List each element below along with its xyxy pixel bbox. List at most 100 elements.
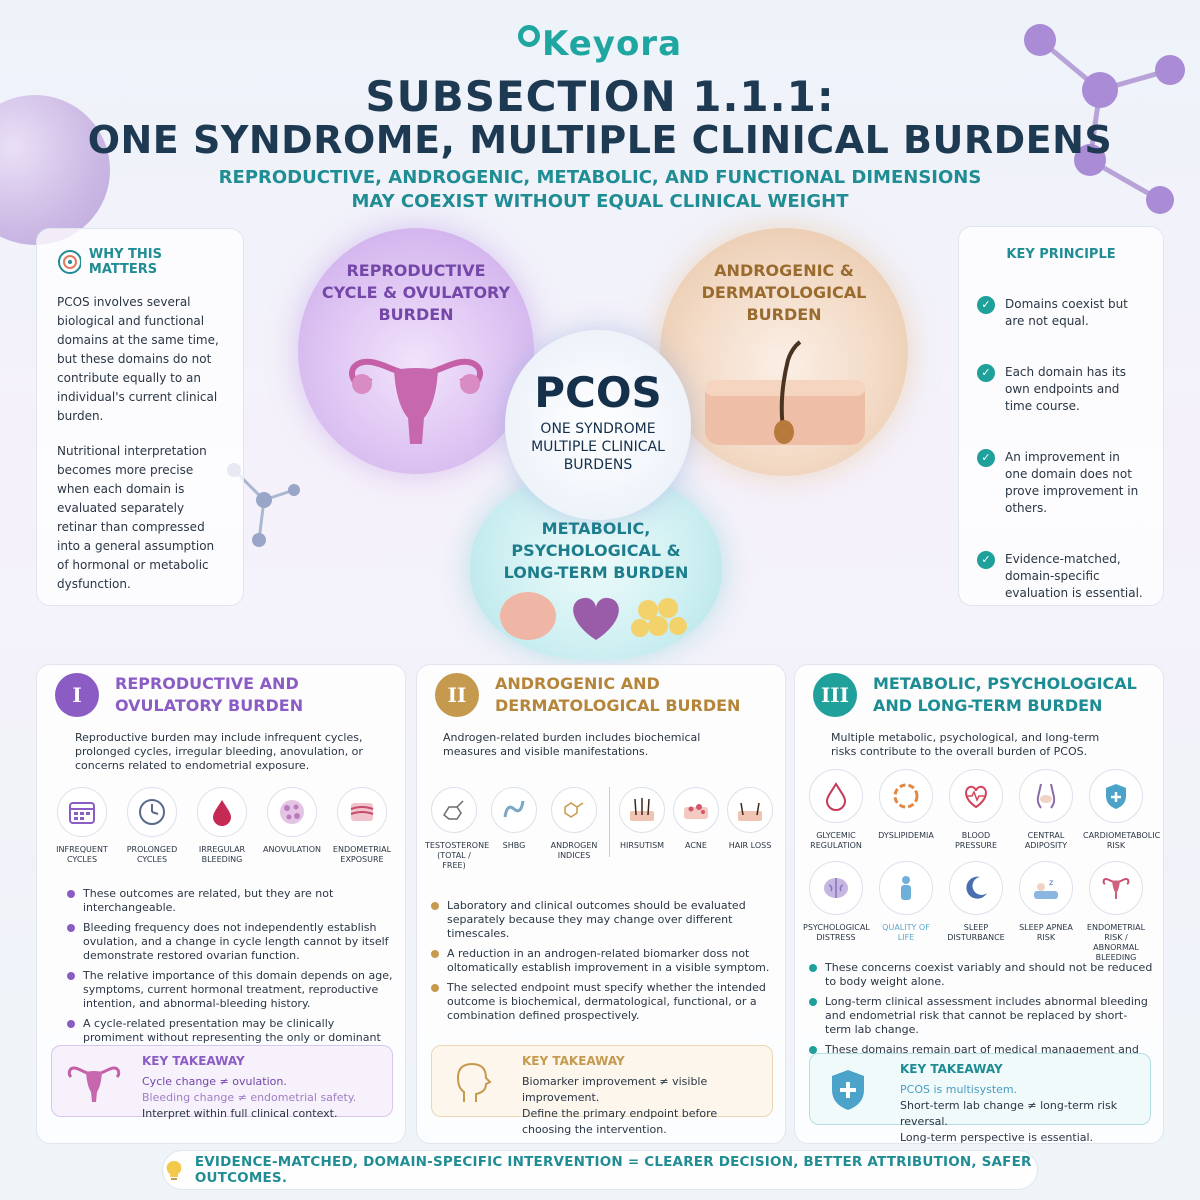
pcos-center-bubble <box>505 330 691 520</box>
bullet-item: The relative importance of this domain d… <box>67 969 397 1011</box>
lightbulb-icon <box>166 1160 182 1180</box>
principle-heading: KEY PRINCIPLE <box>1006 247 1116 262</box>
sleeping-person-icon: z <box>1034 878 1058 899</box>
bullet-item: The selected endpoint must specify wheth… <box>431 981 771 1023</box>
uterus-icon <box>67 1066 121 1102</box>
metabolic-bubble-label: METABOLIC,PSYCHOLOGICAL &LONG-TERM BURDE… <box>503 519 689 582</box>
icon-item: SLEEP DISTURBANCE <box>943 861 1009 963</box>
blood-drop-icon <box>213 800 231 826</box>
bullet-item: Laboratory and clinical outcomes should … <box>431 899 771 941</box>
uterus-icon <box>349 358 483 444</box>
icon-item: CARDIOMETABOLIC RISK <box>1083 769 1160 851</box>
icon-item: SHBG <box>485 787 543 871</box>
lipid-icon <box>893 783 919 809</box>
person-icon <box>901 876 911 900</box>
takeaway-heading: KEY TAKEAWAY <box>522 1054 625 1068</box>
principle-item: ✓Evidence-matched, domain-specific evalu… <box>977 551 1145 602</box>
why-heading: WHY THIS MATTERS <box>57 247 223 277</box>
takeaway-line: Biomarker improvement ≠ visible improvem… <box>522 1075 708 1104</box>
icon-item: CENTRAL ADIPOSITY <box>1013 769 1079 851</box>
moon-icon <box>966 876 987 899</box>
icon-item: ENDOMETRIAL RISK / ABNORMAL BLEEDING <box>1083 861 1149 963</box>
why-paragraph-1: PCOS involves several biological and fun… <box>57 295 219 423</box>
icon-item: GLYCEMIC REGULATION <box>803 769 869 851</box>
card-intro: Multiple metabolic, psychological, and l… <box>831 731 1100 758</box>
bullet-item: Bleeding frequency does not independentl… <box>67 921 397 963</box>
pcos-title: PCOS <box>534 368 662 417</box>
takeaway-line: Bleeding change ≠ endometrial safety. <box>142 1091 357 1104</box>
why-this-matters-panel: WHY THIS MATTERS PCOS involves several b… <box>36 228 244 606</box>
principle-item: ✓Domains coexist but are not equal. <box>977 296 1145 330</box>
icon-item: TESTOSTERONE (TOTAL / FREE) <box>425 787 489 871</box>
key-principle-panel: KEY PRINCIPLE ✓Domains coexist but are n… <box>958 226 1164 606</box>
molecule-decoration-left <box>227 463 300 547</box>
brain-icon <box>824 878 848 898</box>
molecule-decoration <box>1024 24 1185 214</box>
ovary-icon <box>280 800 304 824</box>
key-takeaway-box: KEY TAKEAWAY PCOS is multisystem. Short-… <box>809 1053 1151 1144</box>
calendar-icon <box>69 802 95 824</box>
svg-text:z: z <box>1049 878 1053 887</box>
uterus-icon <box>1102 877 1130 899</box>
takeaway-heading: KEY TAKEAWAY <box>142 1054 245 1068</box>
page-subtitle: REPRODUCTIVE, ANDROGENIC, METABOLIC, AND… <box>0 166 1200 214</box>
icon-item: PROLONGED CYCLES <box>119 787 185 865</box>
protein-icon <box>503 800 525 818</box>
icon-item: QUALITY OF LIFE <box>873 861 939 963</box>
endometrium-icon <box>350 803 374 821</box>
page-title-line2: ONE SYNDROME, MULTIPLE CLINICAL BURDENS <box>87 118 1113 162</box>
card-intro: Androgen-related burden includes biochem… <box>443 731 701 758</box>
bullet-list: These concerns coexist variably and shou… <box>809 961 1153 1077</box>
clock-icon <box>139 799 165 825</box>
takeaway-line: Cycle change ≠ ovulation. <box>142 1075 287 1088</box>
skin-hair-icon <box>705 340 865 445</box>
chemical-structure-icon <box>564 802 584 818</box>
icon-item: INFREQUENT CYCLES <box>49 787 115 865</box>
torso-icon <box>1036 783 1056 809</box>
bullet-item: These concerns coexist variably and shou… <box>809 961 1153 989</box>
shield-icon <box>1106 784 1126 809</box>
icon-item: ENDOMETRIAL EXPOSURE <box>329 787 395 865</box>
subtitle-line1: REPRODUCTIVE, ANDROGENIC, METABOLIC, AND… <box>218 167 982 188</box>
hair-loss-icon <box>738 802 762 821</box>
shield-icon <box>832 1070 864 1110</box>
takeaway-heading: KEY TAKEAWAY <box>900 1062 1003 1076</box>
takeaway-line: Short-term lab change ≠ long-term risk r… <box>900 1099 1118 1128</box>
why-paragraph-2: Nutritional interpretation becomes more … <box>57 444 215 591</box>
takeaway-line: Interpret within full clinical context. <box>142 1107 338 1120</box>
divider <box>609 787 610 857</box>
takeaway-line: choosing the intervention. <box>522 1123 667 1136</box>
acne-icon <box>684 804 708 819</box>
numeral-badge: III <box>813 673 857 717</box>
bullet-item: A reduction in an androgen-related bioma… <box>431 947 771 975</box>
head-profile-icon <box>456 1062 492 1102</box>
takeaway-line: Define the primary endpoint before <box>522 1107 718 1120</box>
icon-item: ANOVULATION <box>259 787 325 865</box>
icon-item: HAIR LOSS <box>724 787 776 871</box>
footer-banner: EVIDENCE-MATCHED, DOMAIN-SPECIFIC INTERV… <box>162 1150 1038 1190</box>
icon-item: DYSLIPIDEMIA <box>873 769 939 851</box>
key-takeaway-box: KEY TAKEAWAY Biomarker improvement ≠ vis… <box>431 1045 773 1136</box>
icon-item: PSYCHOLOGICAL DISTRESS <box>803 861 870 963</box>
hair-follicle-icon <box>630 798 654 821</box>
glucose-drop-icon <box>825 782 847 811</box>
takeaway-line: PCOS is multisystem. <box>900 1083 1018 1096</box>
target-icon <box>58 250 81 274</box>
check-icon: ✓ <box>977 551 995 569</box>
principle-item: ✓Each domain has its own endpoints and t… <box>977 364 1145 415</box>
brand-logo: Keyora <box>0 24 1200 64</box>
page-title-line1: SUBSECTION 1.1.1: <box>365 72 835 121</box>
card-intro: Reproductive burden may include infreque… <box>75 731 363 772</box>
icon-item: IRREGULAR BLEEDING <box>189 787 255 865</box>
principle-item: ✓An improvement in one domain does not p… <box>977 449 1145 517</box>
check-icon: ✓ <box>977 364 995 382</box>
